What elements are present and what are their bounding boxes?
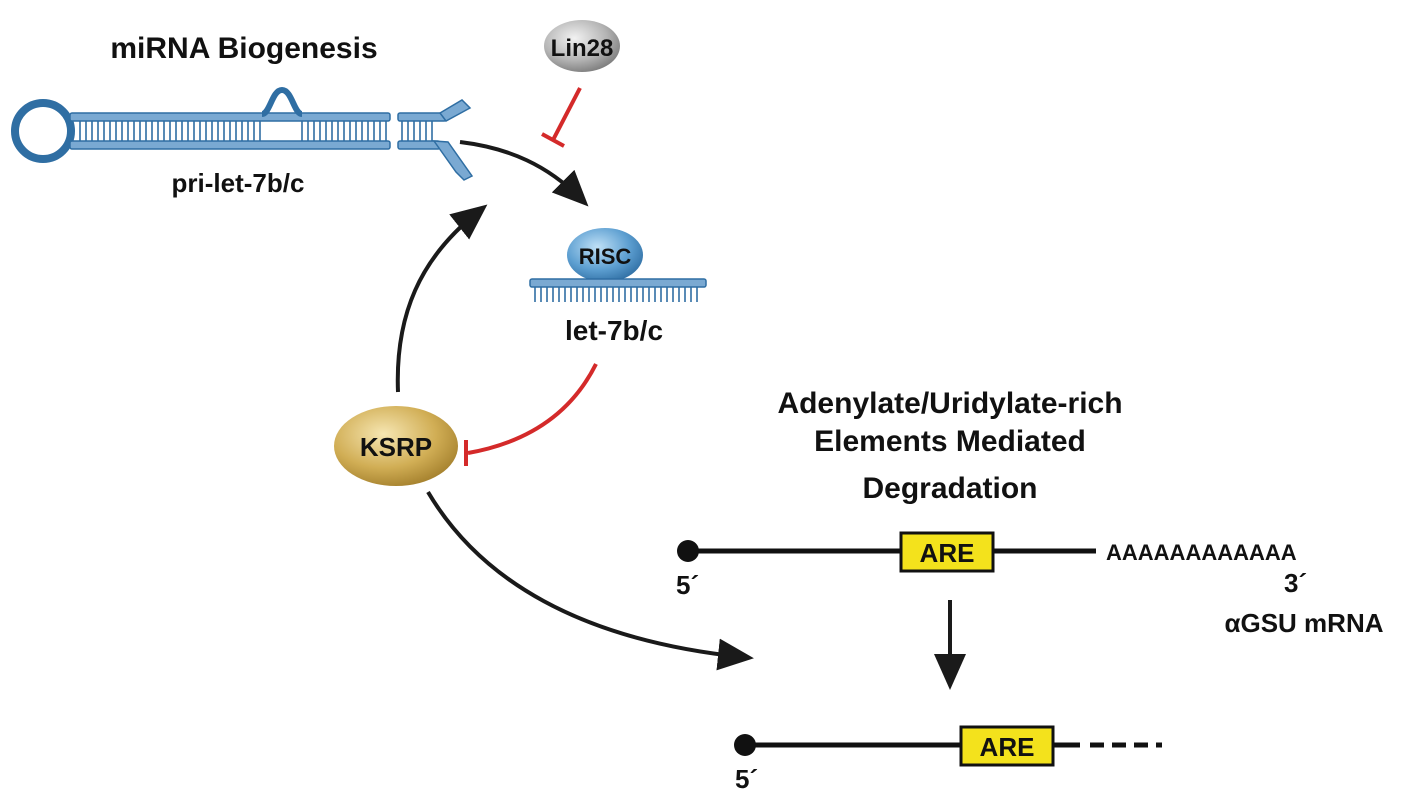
- degraded-are-box: [959, 725, 1055, 767]
- degraded-five-prime: 5´: [735, 764, 758, 794]
- risc-complex: [567, 228, 643, 282]
- lin28-protein: [544, 20, 620, 72]
- stem-lower-strand: [69, 140, 391, 150]
- risc-label: RISC: [579, 244, 632, 269]
- let7-label: let-7b/c: [565, 315, 663, 346]
- degradation-title-line2: Elements Mediated: [814, 425, 1086, 458]
- hairpin-loop: [11, 99, 75, 163]
- mature-mirna-strand: [529, 278, 707, 288]
- stem-bulge: [260, 86, 304, 117]
- poly-a-tail: AAAAAAAAAAAA: [1106, 540, 1297, 565]
- degraded-are-label: ARE: [980, 732, 1035, 762]
- ksrp-label: KSRP: [360, 432, 432, 462]
- biogenesis-title: miRNA Biogenesis: [110, 32, 377, 65]
- mature-mirna-bases: [534, 287, 698, 302]
- pri-mirna-hairpin: [11, 86, 474, 181]
- intact-five-prime: 5´: [676, 570, 699, 600]
- intact-are-box: [899, 531, 995, 573]
- stem-base-pairs-left: [79, 121, 433, 141]
- ksrp-degradation-arrow: [426, 490, 754, 671]
- three-prime-label: 3´: [1284, 568, 1307, 598]
- tail-lower: [432, 140, 474, 181]
- lin28-inhibition-bar: [541, 132, 565, 148]
- degradation-title-line3: Degradation: [862, 472, 1037, 505]
- intact-are-label: ARE: [920, 538, 975, 568]
- degraded-mrna-5cap: [734, 734, 756, 756]
- stem-lower-end: [397, 140, 441, 150]
- mrna-name-label: αGSU mRNA: [1225, 608, 1384, 638]
- tail-upper: [438, 99, 472, 122]
- lin28-inhibition-line: [551, 87, 582, 141]
- let7-inhibition-line: [467, 363, 598, 455]
- degradation-title-line1: Adenylate/Uridylate-rich: [777, 387, 1122, 420]
- lin28-label: Lin28: [551, 35, 614, 62]
- processing-arrow: [459, 140, 589, 207]
- ksrp-biogenesis-arrow: [395, 204, 488, 393]
- stem-upper-end: [397, 112, 447, 122]
- intact-mrna-5cap: [677, 540, 699, 562]
- ksrp-protein: [334, 406, 458, 486]
- stem-upper-strand: [69, 112, 391, 122]
- pri-mirna-label: pri-let-7b/c: [172, 168, 305, 198]
